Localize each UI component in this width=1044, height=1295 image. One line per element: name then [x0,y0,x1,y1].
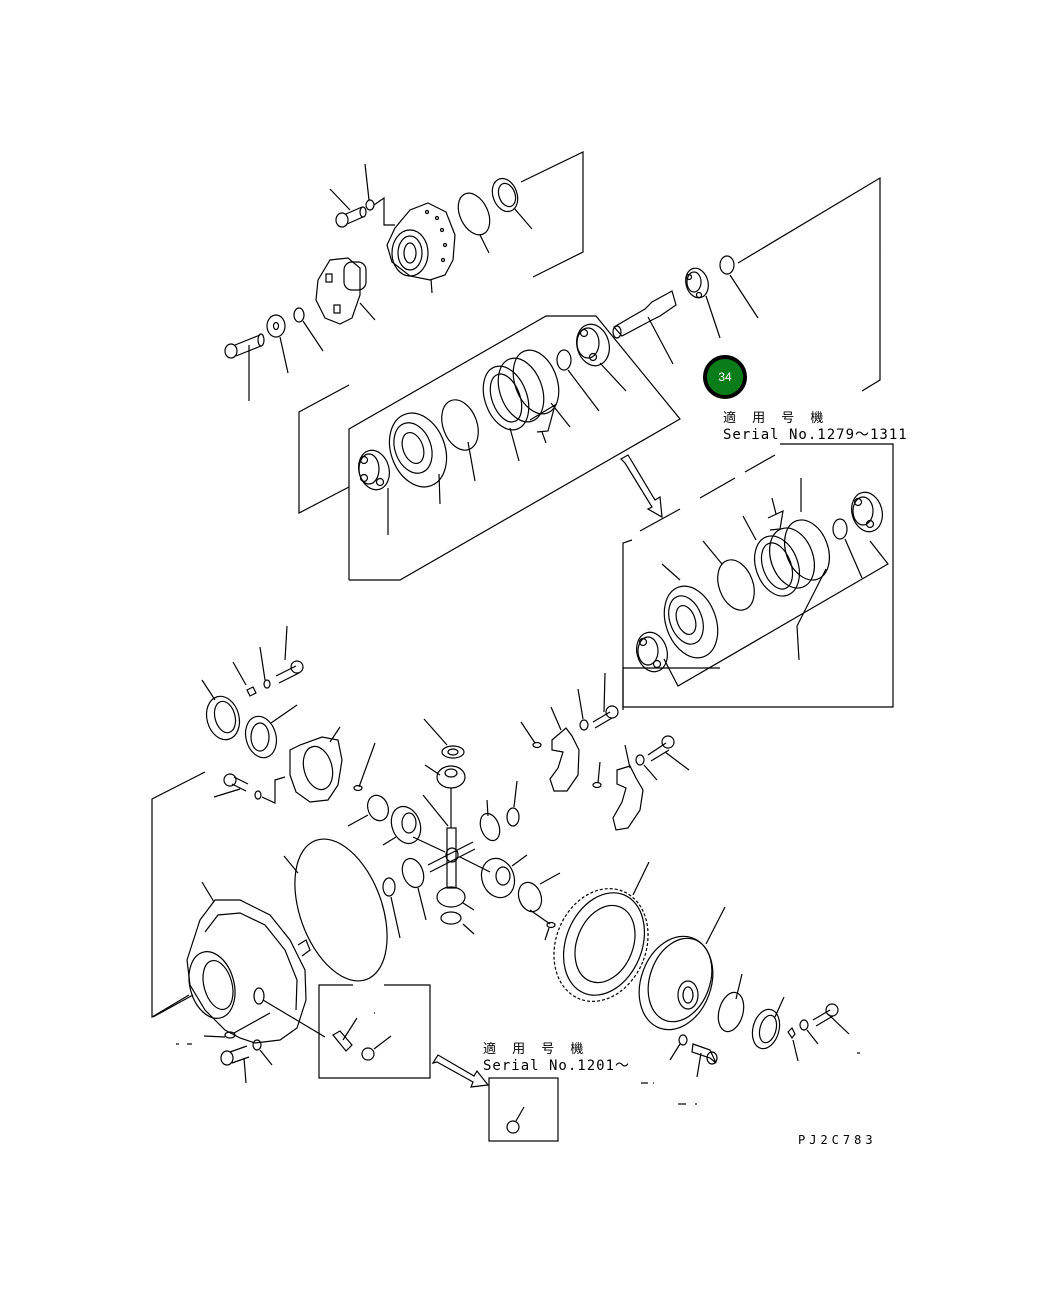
pinion-shaft-part [612,290,677,365]
callout-badge-34[interactable]: 34 [703,355,747,399]
ball-bearing-part [576,323,627,392]
ball-bearing-part [636,631,668,673]
pinion-bearing-cage-assembly [298,315,776,581]
input-flange-and-cage-assembly [224,151,584,401]
breather-detail-box [318,984,431,1079]
coupling-flange-part [315,257,376,325]
ball-bearing-part [358,449,390,535]
bearing-caps [520,667,720,831]
applicability-note-2: 適 用 号 機 Serial No.1201～ [483,1041,630,1075]
applicability-heading: 適 用 号 機 [483,1042,590,1057]
arrow-indicator [620,454,663,519]
spider-cross-part [412,788,491,889]
ball-bearing-part [685,267,721,339]
arrow-indicator [431,1054,490,1088]
pinion-shaft-group [612,176,881,392]
serial-range: Serial No.1279～1311 [723,427,908,443]
serial-range: Serial No.1201～ [483,1058,631,1074]
callout-label: 34 [718,370,732,384]
alternate-cage-assembly [622,443,894,708]
serial-1201-detail-box [488,1077,559,1142]
oil-seal-part [491,177,533,230]
bearing-cage-part [386,202,456,294]
differential-carrier-housing [151,771,388,1084]
pinion-cage-part [388,412,448,505]
bolt-part [224,333,265,401]
differential-case-and-spider-gears [201,625,561,941]
shim-pack-part [482,349,571,462]
bolt-part [329,188,367,228]
applicability-note-1: 適 用 号 機 Serial No.1279～1311 [723,410,908,444]
applicability-heading: 適 用 号 機 [723,411,830,426]
ring-gear-and-case [553,861,860,1105]
drawing-id: PJ2C783 [798,1133,877,1147]
